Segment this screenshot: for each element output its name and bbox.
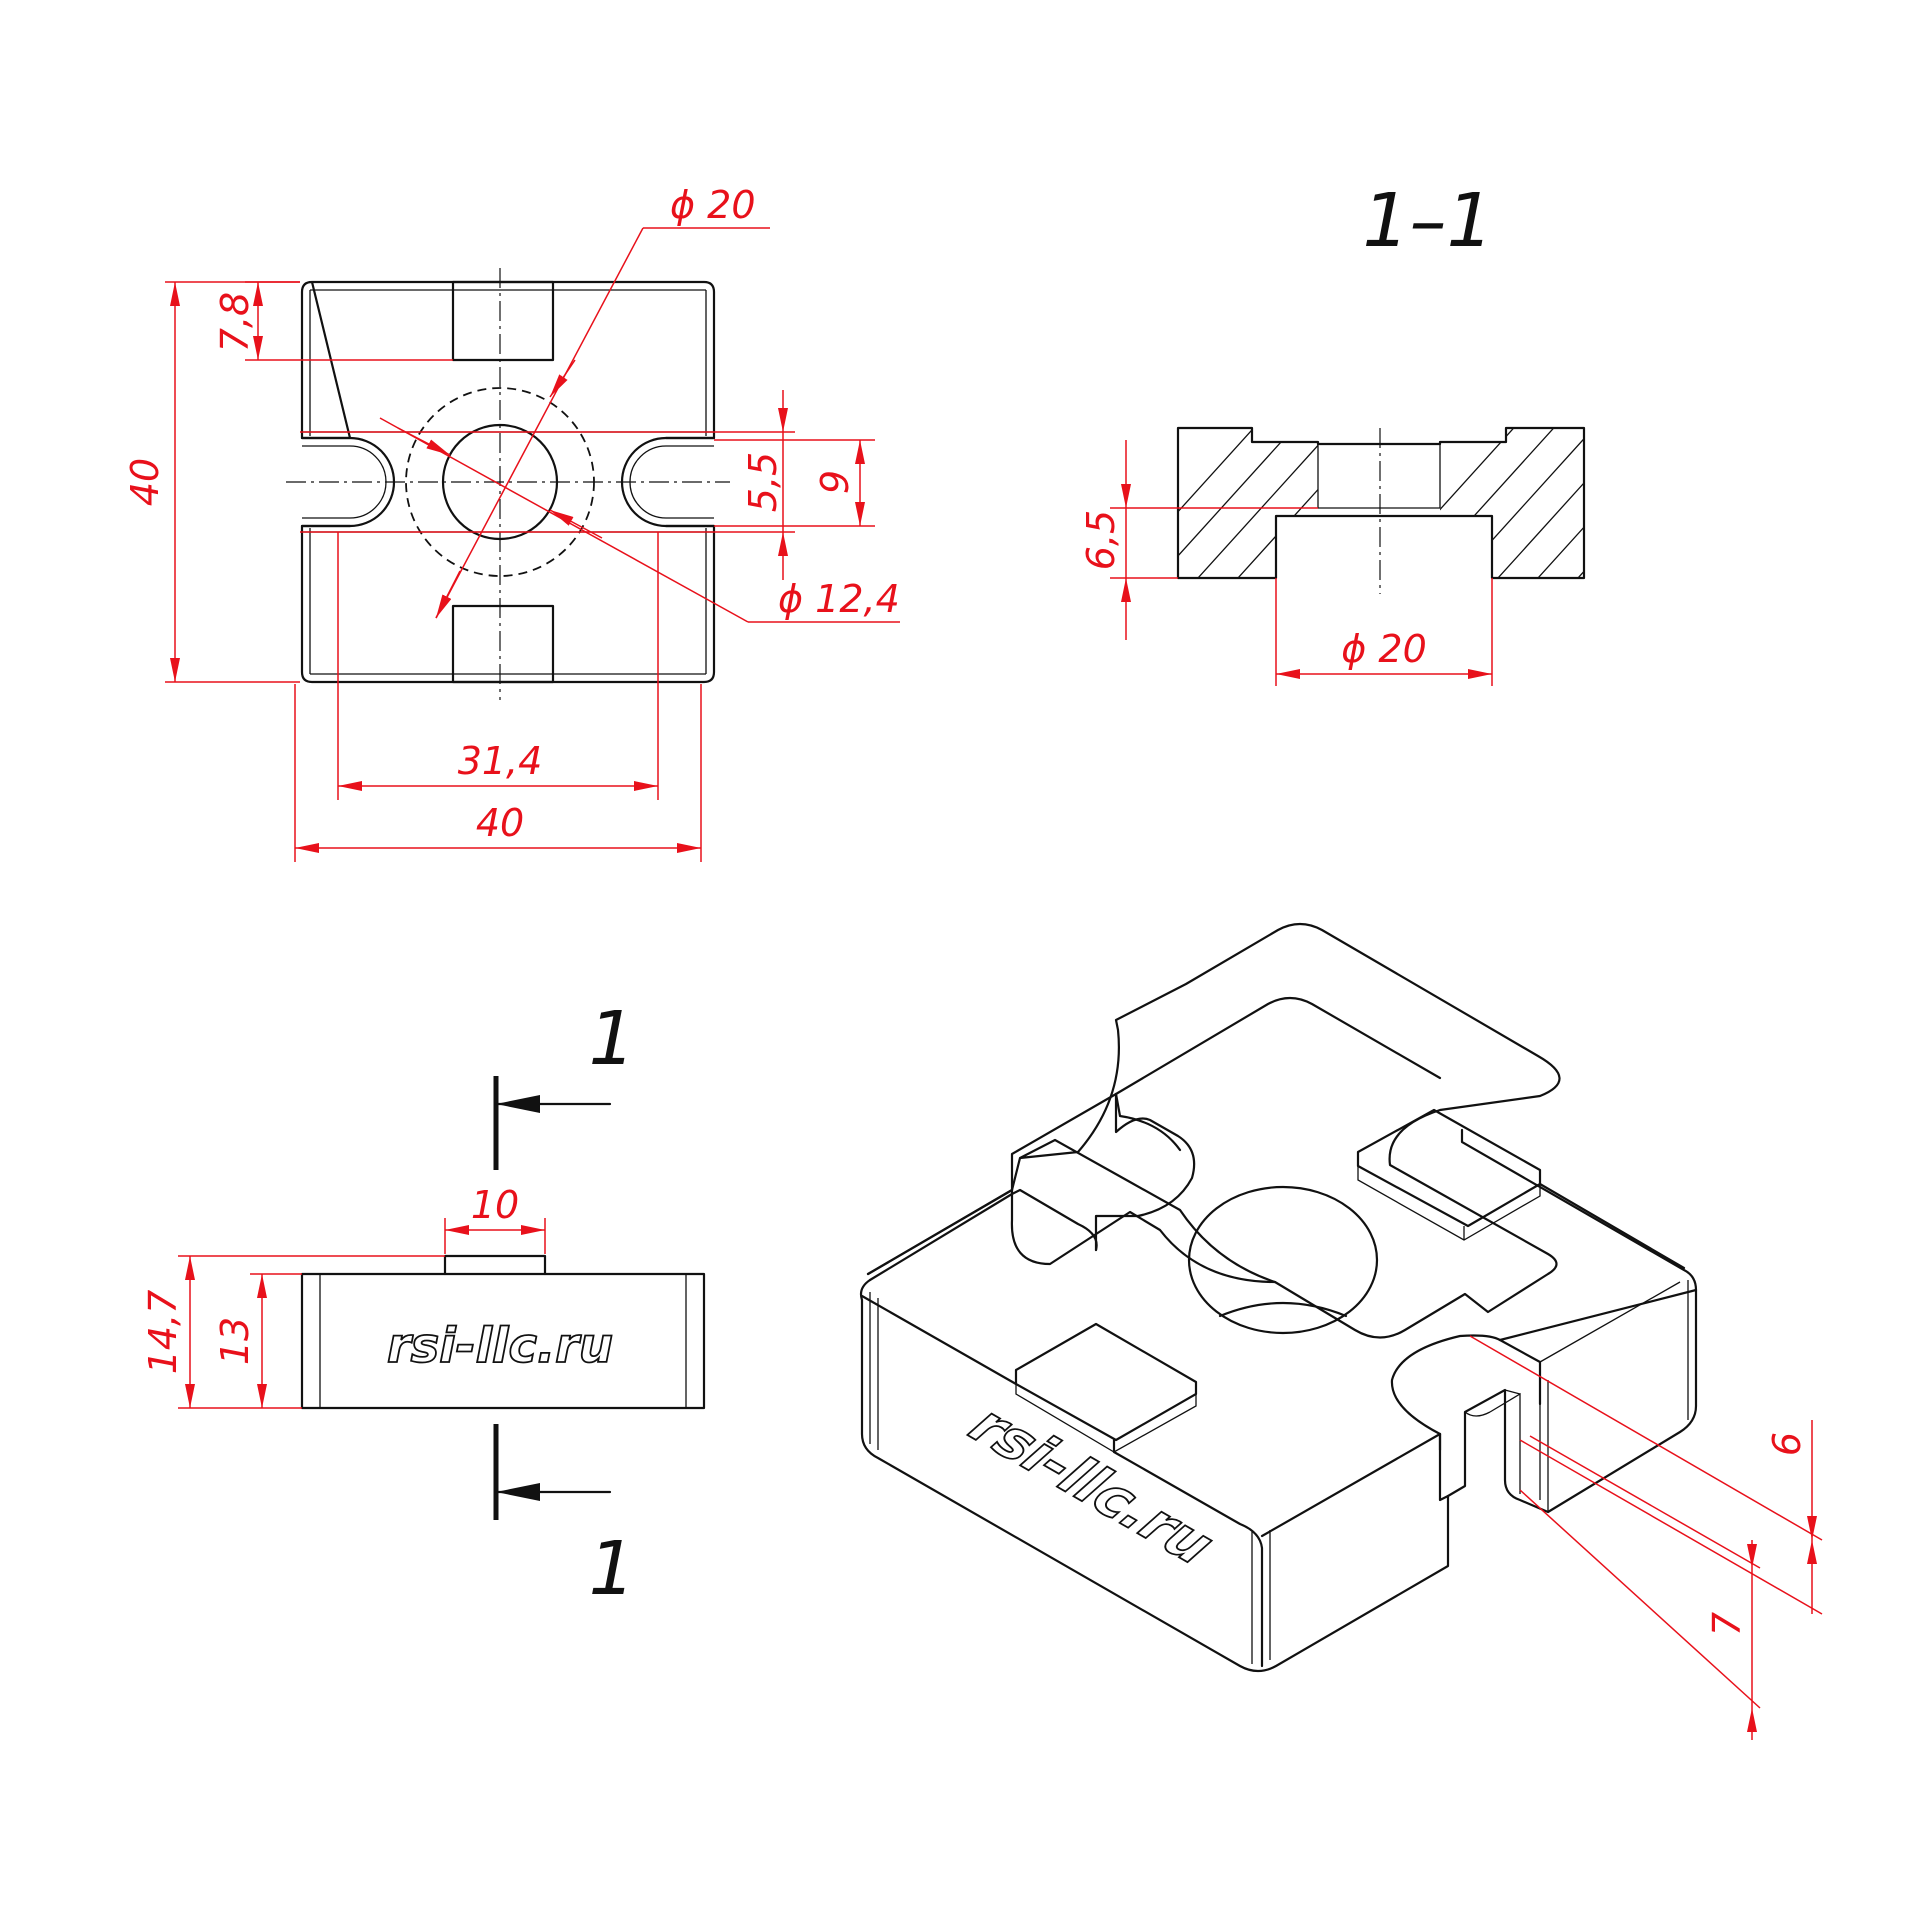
cut-label-bottom: 1	[588, 1526, 635, 1612]
dim-iso-slot-width-7: 7	[1705, 1612, 1749, 1636]
dim-tab-width-10: 10	[471, 1183, 519, 1227]
iso-engraving: rsi-llc.ru	[957, 1394, 1226, 1577]
dim-height-40: 40	[123, 458, 167, 506]
dim-hole-diameter-20: ϕ 20	[670, 183, 756, 227]
top-view-body-outline	[300, 280, 716, 684]
dim-total-height-14-7: 14,7	[141, 1290, 185, 1375]
dim-slot-width-9: 9	[813, 470, 857, 494]
side-engraving: rsi-llc.ru	[387, 1318, 613, 1374]
dim-bore-diameter-12-4: ϕ 12,4	[778, 577, 900, 621]
iso-body: rsi-llc.ru	[859, 922, 1698, 1673]
top-view-tabs	[451, 280, 555, 684]
side-view-dimensions: 10 14,7 13	[141, 1183, 546, 1409]
dim-body-height-13: 13	[213, 1317, 257, 1365]
iso-center-hole	[1187, 1185, 1379, 1335]
iso-view: rsi-llc.ru 6 7	[859, 922, 1823, 1740]
section-outline	[1176, 426, 1586, 580]
dim-counterbore-diameter-20: ϕ 20	[1341, 627, 1427, 671]
dim-slot-width-5-5: 5,5	[741, 452, 785, 512]
section-view: 1–1	[1079, 178, 1586, 686]
top-view-dimensions: 40 7,8 5,5 9 ϕ 20	[123, 183, 900, 862]
cut-plane-markers: 1 1	[493, 996, 636, 1612]
top-view-centerlines	[286, 268, 730, 700]
side-view-body: rsi-llc.ru	[300, 1254, 706, 1410]
side-view: 1 1 rsi-llc.ru 10 14,7 13	[141, 996, 706, 1612]
dim-slot-depth-7-8: 7,8	[213, 292, 257, 352]
top-view: 40 7,8 5,5 9 ϕ 20	[123, 183, 900, 862]
dim-slot-spacing-31-4: 31,4	[458, 739, 543, 783]
section-title: 1–1	[1362, 178, 1493, 264]
section-dimensions: 6,5 ϕ 20	[1079, 440, 1493, 686]
dim-iso-slot-depth-6: 6	[1765, 1432, 1809, 1456]
cut-label-top: 1	[588, 996, 635, 1082]
iso-dimensions: 6 7	[1469, 1335, 1823, 1740]
section-hatching	[1178, 428, 1584, 578]
dim-counterbore-depth-6-5: 6,5	[1079, 510, 1123, 570]
dim-width-40: 40	[476, 801, 524, 845]
